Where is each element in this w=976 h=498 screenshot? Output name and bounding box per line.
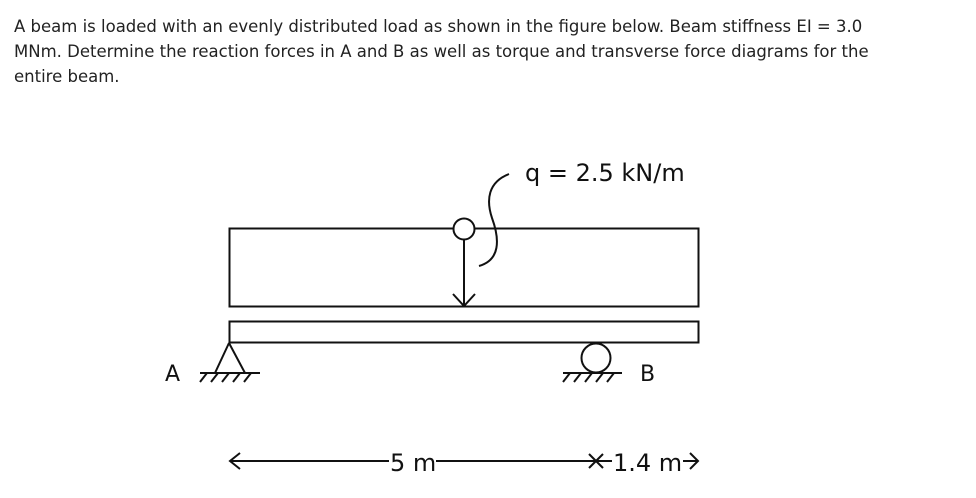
load-label: q = 2.5 kN/m [525, 159, 685, 187]
roller-support-b-icon [562, 342, 622, 383]
leader-line [478, 173, 510, 267]
overhang-label: 1.4 m [613, 449, 682, 477]
beam [228, 320, 700, 344]
pin-support-a-icon [199, 342, 260, 383]
dimension-line [228, 452, 700, 470]
load-arrow-icon [452, 217, 476, 308]
support-a-label: A [165, 362, 180, 387]
span-label: 5 m [390, 449, 436, 477]
problem-statement: A beam is loaded with an evenly distribu… [14, 14, 914, 89]
support-b-label: B [640, 362, 655, 387]
problem-text: A beam is loaded with an evenly distribu… [14, 17, 869, 86]
